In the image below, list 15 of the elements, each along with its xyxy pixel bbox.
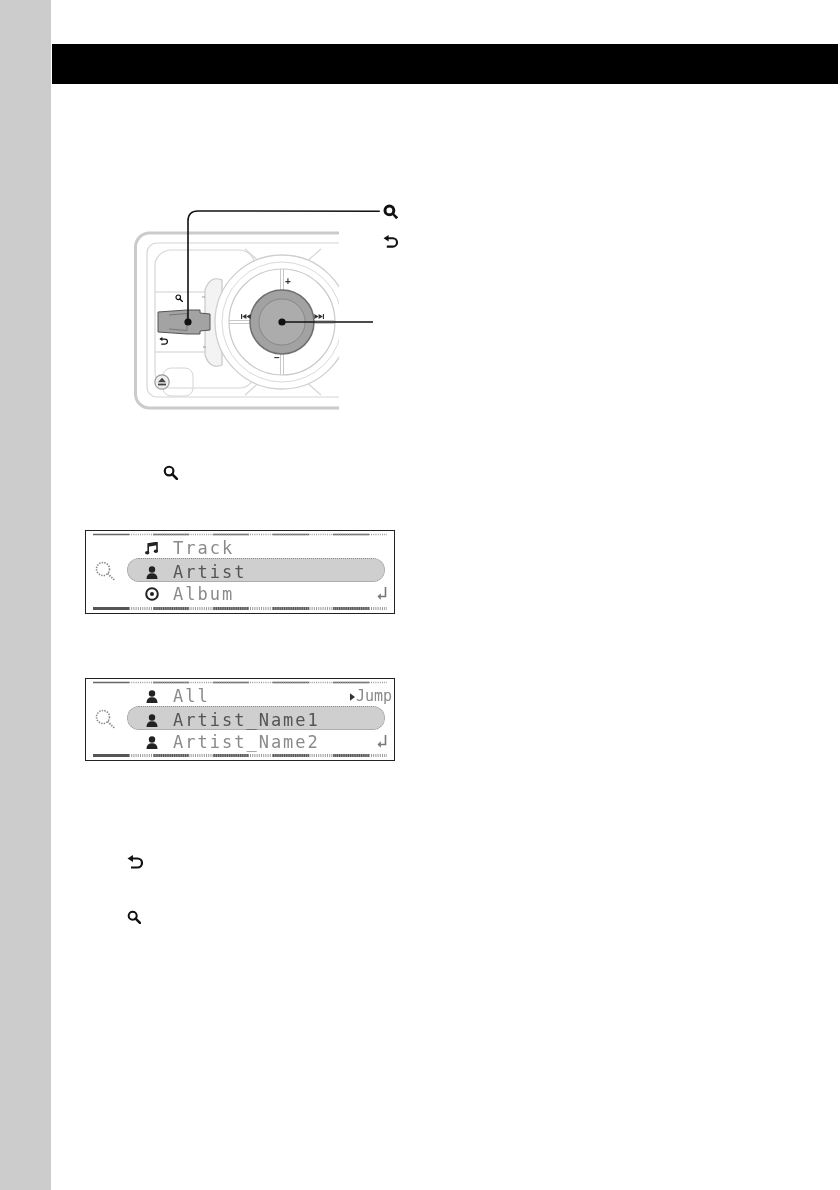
menu-item-text: Artist	[173, 563, 247, 581]
minus-sign-label: –	[274, 352, 280, 363]
menu-item-text: All	[173, 687, 210, 705]
search-icon	[383, 204, 399, 220]
menu-item-text: Artist_Name2	[173, 733, 320, 751]
lcd-display	[85, 530, 395, 614]
menu-item-text: Track	[173, 539, 235, 557]
lcd-display	[85, 678, 395, 761]
menu-item-text: Artist_Name1	[173, 711, 320, 729]
control-dial	[249, 289, 315, 355]
leader-line	[184, 210, 381, 326]
status-text: Jump	[356, 687, 393, 705]
plus-sign-label: +	[285, 276, 291, 287]
leader-line	[278, 318, 374, 326]
menu-item-text: Album	[173, 585, 235, 603]
